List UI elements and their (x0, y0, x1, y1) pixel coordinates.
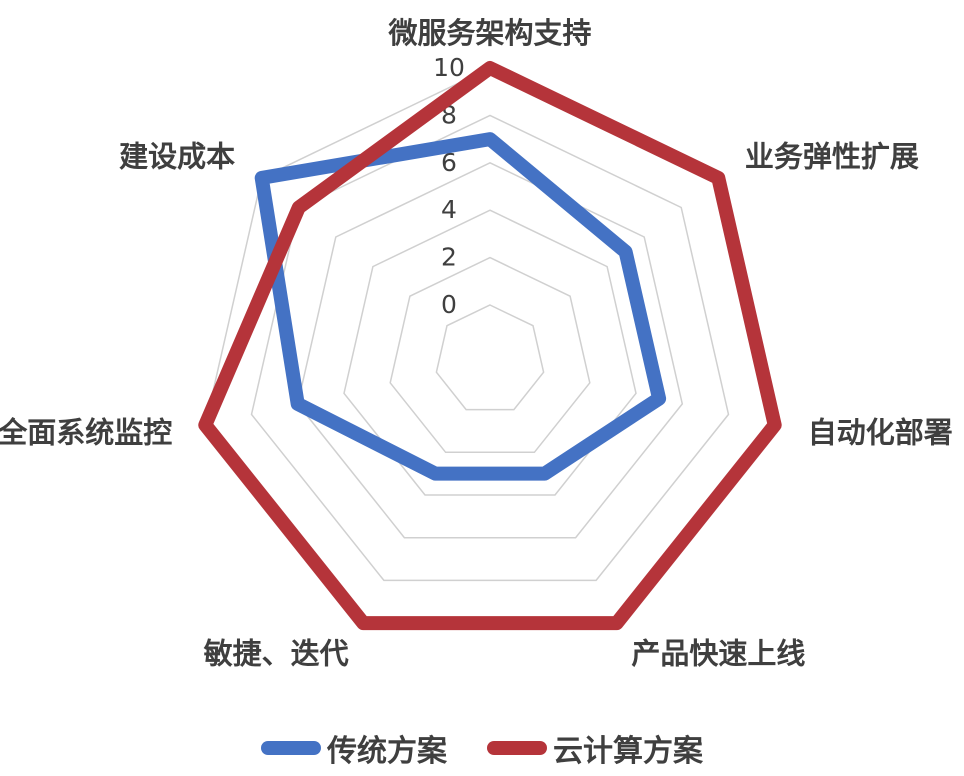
legend-swatch-traditional (261, 741, 321, 755)
legend: 传统方案 云计算方案 (0, 726, 964, 770)
legend-label-traditional: 传统方案 (327, 734, 447, 769)
category-label-1: 业务弹性扩展 (745, 140, 919, 174)
tick-label-5: 10 (433, 53, 465, 82)
grid-ring-0 (435, 304, 545, 411)
legend-item-traditional: 传统方案 (261, 726, 447, 770)
category-label-3: 产品快速上线 (631, 637, 805, 671)
legend-swatch-cloud (487, 741, 547, 755)
category-label-0: 微服务架构支持 (387, 16, 591, 50)
grid-ring-2 (343, 209, 637, 496)
tick-label-2: 4 (441, 195, 457, 224)
series-lines (198, 61, 782, 631)
category-label-5: 全面系统监控 (0, 416, 172, 450)
category-label-4: 敏捷、迭代 (204, 637, 349, 671)
tick-label-0: 0 (441, 290, 457, 319)
category-label-6: 建设成本 (119, 140, 235, 174)
legend-item-cloud: 云计算方案 (487, 726, 703, 770)
tick-label-1: 2 (441, 243, 457, 272)
series-line-1 (198, 61, 782, 631)
legend-label-cloud: 云计算方案 (553, 734, 703, 769)
tick-label-3: 6 (441, 148, 457, 177)
grid-ring-1 (389, 256, 591, 454)
series-line-0 (254, 132, 667, 481)
category-label-2: 自动化部署 (808, 416, 953, 450)
grid-ring-3 (296, 161, 684, 539)
